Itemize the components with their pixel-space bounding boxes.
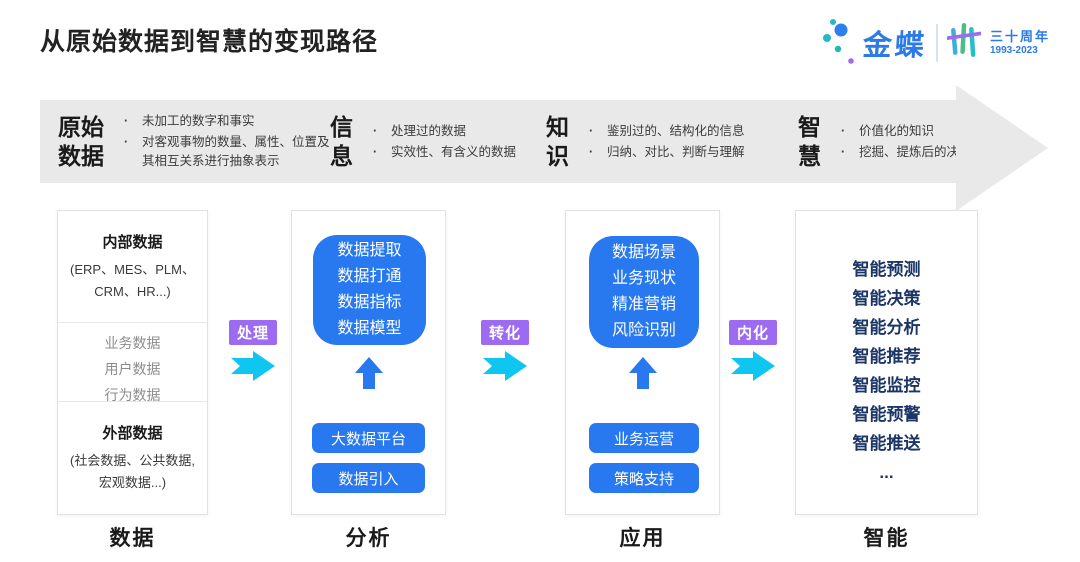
data-item: 业务数据	[104, 335, 161, 351]
column-label-intelligence: 智能	[863, 527, 910, 550]
up-arrow-icon	[354, 357, 383, 394]
flow-arrow-icon	[231, 351, 275, 386]
banner-stage-knowledge: 知 识 鉴别过的、结构化的信息 归纳、对比、判断与理解	[546, 100, 796, 183]
business-operation-button: 业务运营	[589, 423, 699, 453]
anniversary-years: 1993-2023	[989, 44, 1038, 56]
data-item: 行为数据	[104, 387, 161, 403]
intelligence-item: 智能推荐	[852, 347, 921, 366]
strategy-support-button: 策略支持	[589, 463, 699, 493]
stage-bullets: 处理过的数据 实效性、有含义的数据	[365, 120, 516, 164]
stage-bullet: 处理过的数据	[365, 122, 516, 141]
kingdee-logo: 金蝶 三十周年 1993-2023	[814, 14, 1050, 72]
connector-internalize: 内化	[728, 320, 778, 386]
intelligence-list: 智能预测 智能决策 智能分析 智能推荐 智能监控 智能预警 智能推送 ...	[796, 211, 977, 487]
intelligence-item: ...	[879, 463, 894, 482]
internal-data-sub: (ERP、MES、PLM、 CRM、HR...)	[70, 262, 195, 299]
flow-arrow-icon	[483, 351, 527, 386]
analysis-card: 数据提取 数据打通 数据指标 数据模型	[313, 235, 426, 345]
stage-bullet: 未加工的数字和事实	[116, 112, 334, 131]
up-arrow-icon	[628, 357, 657, 394]
intelligence-item: 智能预测	[852, 260, 921, 279]
transform-badge: 转化	[481, 320, 529, 345]
internalize-badge: 内化	[729, 320, 777, 345]
middle-data-section: 业务数据 用户数据 行为数据	[58, 323, 207, 403]
anniversary-title: 三十周年	[989, 28, 1050, 44]
stage-bullet: 价值化的知识	[833, 122, 997, 141]
banner-stage-wisdom: 智 慧 价值化的知识 挖掘、提炼后的决策能力	[798, 100, 1044, 183]
column-label-application: 应用	[619, 527, 666, 550]
anniversary-text: 三十周年 1993-2023	[989, 28, 1050, 56]
process-badge: 处理	[229, 320, 277, 345]
column-label-analysis: 分析	[345, 527, 392, 550]
internal-data-title: 内部数据	[102, 234, 163, 251]
connector-process: 处理	[228, 320, 278, 386]
intelligence-item: 智能决策	[852, 289, 921, 308]
stage-name: 信 息	[330, 113, 353, 169]
application-box: 数据场景 业务现状 精准营销 风险识别 业务运营 策略支持	[565, 210, 720, 515]
banner-stage-raw-data: 原始 数据 未加工的数字和事实 对客观事物的数量、属性、位置及其相互关系进行抽象…	[58, 100, 334, 183]
big-data-platform-button: 大数据平台	[312, 423, 425, 453]
intelligence-item: 智能推送	[852, 434, 921, 453]
stage-bullet: 实效性、有含义的数据	[365, 143, 516, 162]
stage-bullets: 鉴别过的、结构化的信息 归纳、对比、判断与理解	[581, 120, 745, 164]
stage-name: 知 识	[546, 113, 569, 169]
stage-name: 智 慧	[798, 113, 821, 169]
brand-wordmark: 金蝶	[861, 30, 928, 62]
butterfly-dots-icon	[814, 15, 854, 72]
internal-data-section: 内部数据 (ERP、MES、PLM、 CRM、HR...)	[58, 211, 207, 323]
stage-bullets: 未加工的数字和事实 对客观事物的数量、属性、位置及其相互关系进行抽象表示	[116, 110, 334, 173]
intelligence-box: 智能预测 智能决策 智能分析 智能推荐 智能监控 智能预警 智能推送 ...	[795, 210, 978, 515]
analysis-box: 数据提取 数据打通 数据指标 数据模型 大数据平台 数据引入	[291, 210, 446, 515]
stage-name: 原始 数据	[58, 113, 104, 169]
stage-bullet: 归纳、对比、判断与理解	[581, 143, 745, 162]
external-data-sub: (社会数据、公共数据, 宏观数据...)	[70, 453, 195, 490]
banner-stage-information: 信 息 处理过的数据 实效性、有含义的数据	[330, 100, 542, 183]
column-label-data: 数据	[109, 527, 156, 550]
page-title: 从原始数据到智慧的变现路径	[40, 28, 379, 56]
connector-transform: 转化	[480, 320, 530, 386]
data-item: 用户数据	[104, 361, 161, 377]
external-data-section: 外部数据 (社会数据、公共数据, 宏观数据...)	[58, 402, 207, 514]
external-data-title: 外部数据	[102, 425, 163, 442]
data-sources-box: 内部数据 (ERP、MES、PLM、 CRM、HR...) 业务数据 用户数据 …	[57, 210, 208, 515]
intelligence-item: 智能预警	[852, 405, 921, 424]
intelligence-item: 智能监控	[852, 376, 921, 395]
flow-arrow-icon	[731, 351, 775, 386]
analysis-card-lines: 数据提取 数据打通 数据指标 数据模型	[337, 242, 402, 337]
application-card-lines: 数据场景 业务现状 精准营销 风险识别	[611, 244, 676, 339]
application-card: 数据场景 业务现状 精准营销 风险识别	[589, 236, 699, 348]
banner-arrow: 原始 数据 未加工的数字和事实 对客观事物的数量、属性、位置及其相互关系进行抽象…	[40, 100, 997, 183]
banner-arrowhead-icon	[956, 85, 1048, 211]
intelligence-item: 智能分析	[852, 318, 921, 337]
data-import-button: 数据引入	[312, 463, 425, 493]
stage-bullet: 鉴别过的、结构化的信息	[581, 122, 745, 141]
stage-bullet: 对客观事物的数量、属性、位置及其相互关系进行抽象表示	[116, 133, 334, 171]
logo-divider	[935, 24, 938, 62]
thirty-anniversary-icon	[945, 19, 983, 68]
